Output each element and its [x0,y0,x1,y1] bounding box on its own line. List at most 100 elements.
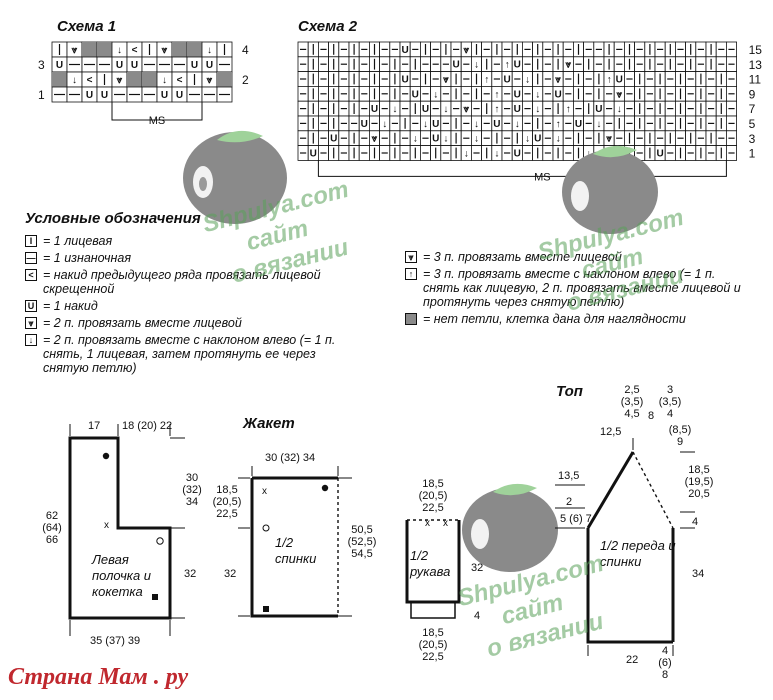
svg-text:↓: ↓ [162,75,167,86]
grid-cell [725,145,737,161]
grid-cell [603,100,615,117]
grid-cell [654,41,666,58]
legend-item: ⩔= 2 п. провязать вместе лицевой [25,316,360,330]
grid-cell: ↓ [532,86,544,102]
grid-cell [409,115,421,132]
grid-cell [369,71,381,87]
svg-text:↓: ↓ [535,89,540,100]
grid-cell [521,86,533,102]
grid-cell [572,71,584,87]
legend-symbol-icon: U [25,300,37,312]
grid-cell [51,71,68,88]
grid-cell [674,100,686,117]
dim-label: 34 [692,568,705,580]
grid-cell: ↓ [440,100,452,117]
svg-text:U: U [116,60,123,71]
svg-text:↓: ↓ [494,149,499,160]
dim-label: 5 (6) 7 [560,513,592,525]
legend-item: U = 1 накид [25,299,360,313]
grid-cell [705,115,717,132]
grid-cell: U [307,145,319,161]
svg-text:U: U [616,75,623,86]
grid-cell [654,115,666,132]
body-label: 1/2 переда и спинки [600,538,676,569]
grid-cell [654,71,666,87]
grid-cell [81,41,98,58]
grid-cell [552,56,564,72]
grid-cell [725,115,737,132]
grid-cell: U [511,100,523,117]
legend-text: = 1 накид [43,299,98,313]
grid-cell [369,145,381,161]
grid-cell: ↑ [603,71,615,87]
grid-cell [420,130,432,147]
grid-cell [51,86,68,103]
grid-cell [603,56,615,72]
grid-cell: U [572,115,584,132]
grid-cell [695,130,707,147]
back-label: 1/2 спинки [275,535,317,566]
grid-cell [613,56,625,72]
grid-cell [440,115,452,132]
dim-label: 12,5 [600,426,622,438]
grid-cell [715,86,727,102]
grid-cell [450,145,462,161]
grid-cell: U [511,86,523,102]
grid-cell [542,41,554,58]
svg-text:U: U [191,60,198,71]
svg-text:U: U [432,134,439,145]
grid-cell [216,56,233,73]
scheme2-chart: U⩔U↓↑U⩔U⩔↑U↓⩔↑UU↓↑U↓U⩔U↓U↓⩔↑U↓↑U↓U↓↓U↓U↓… [297,41,762,183]
grid-cell [171,56,188,73]
top-pattern: x x [405,438,695,656]
grid-cell [695,100,707,117]
grid-cell [440,86,452,102]
grid-cell [542,100,554,117]
grid-cell [470,41,482,58]
svg-text:U: U [361,119,368,130]
grid-cell [654,86,666,102]
grid-cell: ↓ [156,71,173,88]
grid-cell [511,41,523,58]
svg-text:↓: ↓ [423,119,428,130]
ms-label: MS [534,171,551,183]
grid-cell [715,56,727,72]
grid-cell [664,56,676,72]
grid-cell [66,86,83,103]
grid-cell [307,100,319,117]
svg-text:↓: ↓ [525,75,530,86]
grid-cell [562,71,574,87]
grid-cell [460,86,472,102]
grid-cell [532,145,544,161]
grid-cell [715,41,727,58]
grid-cell: U [430,130,442,147]
grid-cell: ⩔ [460,100,472,117]
grid-cell [460,130,472,147]
dim-label: 4 [692,516,699,528]
grid-cell [440,56,452,72]
grid-cell [634,86,646,102]
grid-cell [66,56,83,73]
grid-cell: ↓ [470,115,482,132]
grid-cell [532,41,544,58]
svg-text:U: U [101,90,108,101]
grid-cell [420,56,432,72]
grid-cell [542,115,554,132]
dim-label: 4(6)8 [658,645,672,681]
grid-cell [644,100,656,117]
grid-cell [501,41,513,58]
grid-cell [623,86,635,102]
grid-cell [420,41,432,58]
grid-cell [338,115,350,132]
grid-cell [542,145,554,161]
svg-text:<: < [87,75,93,86]
grid-cell [470,86,482,102]
grid-cell [379,41,391,58]
grid-cell [126,86,143,103]
grid-cell [542,130,554,147]
legend-text: = 3 п. провязать вместе с наклоном влево… [423,267,741,309]
svg-text:⩔: ⩔ [206,75,213,86]
grid-cell [583,41,595,58]
grid-cell [358,41,370,58]
